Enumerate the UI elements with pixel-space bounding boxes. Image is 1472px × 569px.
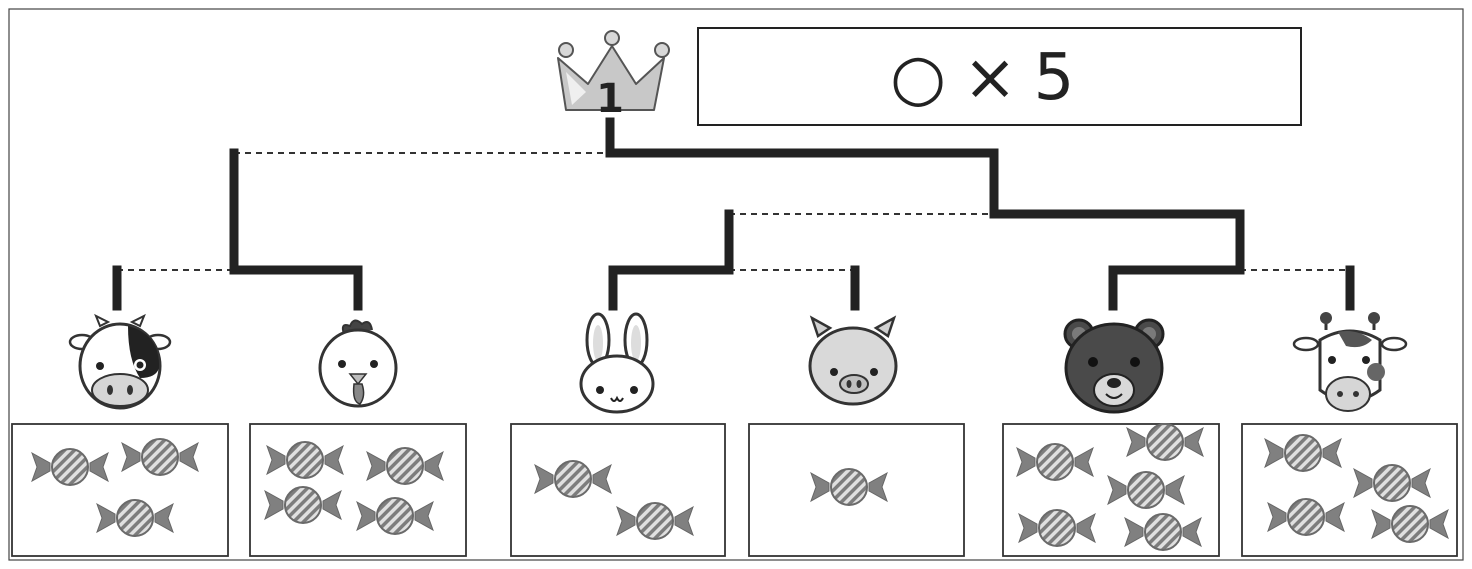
crown-icon: 1 xyxy=(557,30,670,122)
pig-icon xyxy=(808,315,898,406)
candy-box-rabbit xyxy=(510,423,726,557)
candy-box-chicken xyxy=(249,423,467,557)
bracket-solid-lines xyxy=(112,117,1355,311)
giraffe-icon xyxy=(1292,312,1408,412)
candy-box-cow xyxy=(11,423,229,557)
bear-icon xyxy=(1063,318,1165,414)
answer-box: ○ × 5 xyxy=(697,27,1302,126)
cow-icon xyxy=(68,313,172,410)
times-symbol: × xyxy=(963,41,1017,115)
circle-symbol: ○ xyxy=(890,41,946,115)
answer-number: 5 xyxy=(1034,41,1075,115)
candy-box-bear xyxy=(1002,423,1220,557)
crown-rank: 1 xyxy=(596,76,624,122)
chicken-icon xyxy=(318,319,398,408)
rabbit-icon xyxy=(579,312,655,414)
candy-box-pig xyxy=(748,423,965,557)
bracket-dashed-lines xyxy=(117,152,1350,271)
outer-border xyxy=(8,8,1464,561)
candy-box-giraffe xyxy=(1241,423,1458,557)
